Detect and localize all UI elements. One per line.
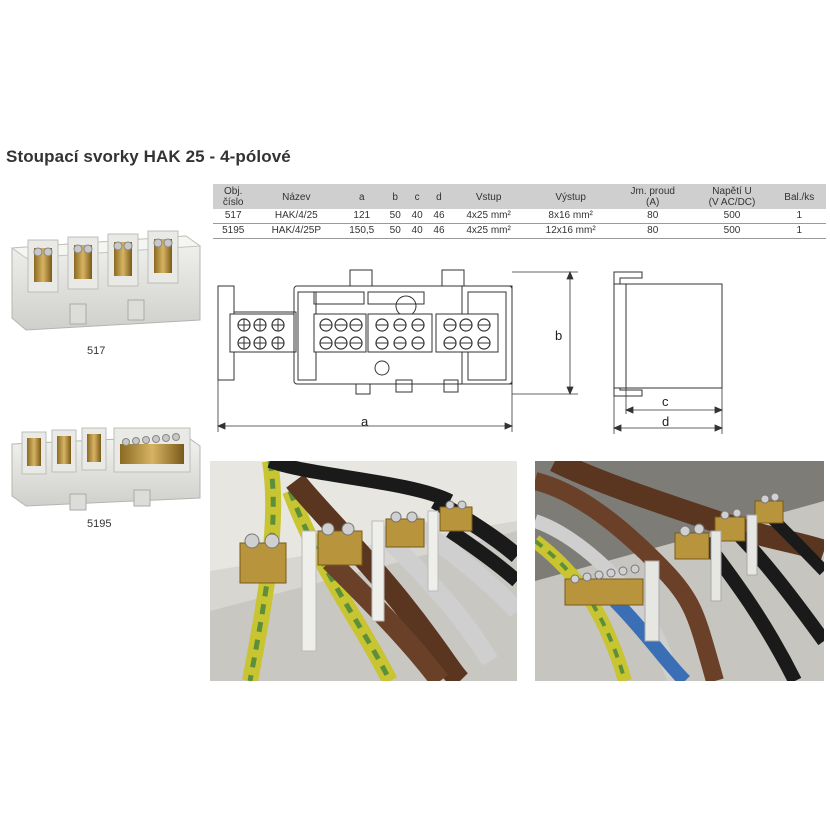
table-cell: 50 (384, 223, 407, 239)
table-cell: 5195 (213, 223, 254, 239)
table-header-3: b (384, 184, 407, 209)
table-cell: 150,5 (339, 223, 385, 239)
table-cell: 500 (691, 223, 773, 239)
table-header-text: d (436, 191, 442, 203)
table-cell: 80 (614, 223, 692, 239)
table-header-row: Obj.číslo Název a b c d Vstup Výstup Jm. proud(A… (213, 184, 826, 209)
table-header-0: Obj.číslo (213, 184, 254, 209)
product-photo-517 (10, 230, 202, 331)
table-cell: 4x25 mm² (449, 209, 528, 224)
technical-drawing-side (612, 271, 724, 434)
table-cell: 8x16 mm² (527, 209, 614, 224)
table-cell: 4x25 mm² (449, 223, 528, 239)
table-header-10: Bal./ks (772, 184, 826, 209)
table-header-text: Název (282, 191, 311, 203)
table-cell: HAK/4/25P (253, 223, 340, 239)
table-header-2: a (339, 184, 385, 209)
product-photo-5195 (11, 427, 201, 511)
table-header-text: a (358, 191, 365, 203)
table-cell: 1 (772, 209, 826, 224)
table-cell: 500 (691, 209, 773, 224)
table-header-text: Napětí U (712, 186, 752, 197)
dimension-label-c: c (662, 394, 669, 409)
table-header-4: c (406, 184, 429, 209)
table-cell: 1 (772, 223, 826, 239)
table-cell: 517 (213, 209, 254, 224)
table-cell: 40 (406, 209, 429, 224)
table-header-text: Vstup (475, 191, 502, 203)
table-header-text: (A) (646, 197, 660, 208)
table-header-text: číslo (222, 197, 244, 208)
table-cell: 46 (428, 223, 450, 239)
dimension-label-b: b (555, 328, 563, 343)
product-caption-5195: 5195 (87, 518, 112, 530)
table-header-9: Napětí U(V AC/DC) (691, 184, 773, 209)
table-cell: 121 (339, 209, 385, 224)
table-cell: HAK/4/25 (253, 209, 340, 224)
table-header-text: Obj. (224, 186, 243, 197)
dimension-label-d: d (662, 414, 670, 429)
table-cell: 46 (428, 209, 450, 224)
page-title: Stoupací svorky HAK 25 - 4-pólové (6, 147, 291, 166)
table-header-8: Jm. proud(A) (614, 184, 692, 209)
table-cell: 12x16 mm² (527, 223, 614, 239)
table-cell: 40 (406, 223, 429, 239)
table-header-text: c (414, 191, 420, 203)
installation-photo-right (535, 461, 824, 681)
dimension-label-a: a (361, 414, 369, 429)
table-cell: 50 (384, 209, 407, 224)
table-header-text: Jm. proud (630, 186, 675, 197)
table-header-7: Výstup (527, 184, 614, 209)
spec-table: Obj.číslo Název a b c d Vstup Výstup Jm. proud(A… (213, 184, 826, 239)
table-header-text: b (392, 191, 398, 203)
table-header-text: Výstup (555, 191, 586, 203)
table-header-text: (V AC/DC) (708, 197, 756, 208)
table-header-6: Vstup (449, 184, 528, 209)
table-cell: 80 (614, 209, 692, 224)
installation-photo-left (210, 461, 517, 681)
product-caption-517: 517 (87, 345, 106, 357)
table-header-1: Název (253, 184, 340, 209)
table-header-5: d (428, 184, 450, 209)
technical-drawing-front (216, 269, 578, 432)
table-header-text: Bal./ks (784, 191, 815, 203)
